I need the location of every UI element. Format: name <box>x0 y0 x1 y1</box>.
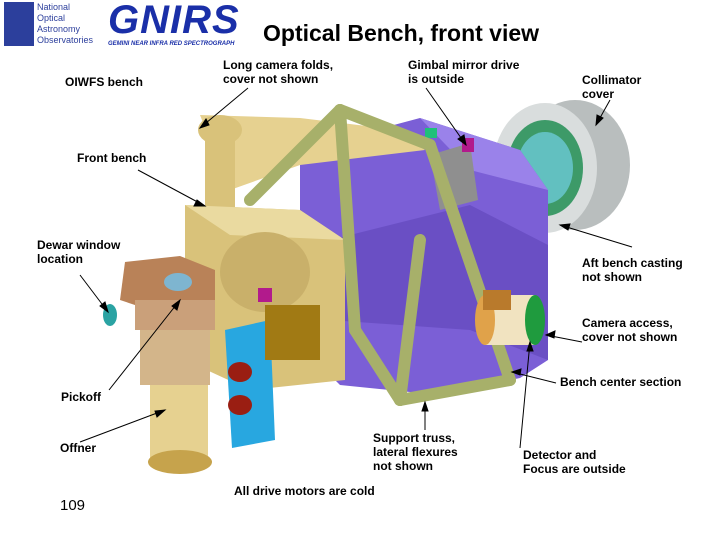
label-offner: Offner <box>60 441 96 455</box>
noao-seal-icon <box>4 2 34 46</box>
label-drive-motors: All drive motors are cold <box>234 484 375 498</box>
pickoff-offner-assembly <box>103 256 215 474</box>
label-collimator-cover: Collimator cover <box>582 73 642 101</box>
label-camera-folds: Long camera folds, cover not shown <box>223 58 334 86</box>
label-oiwfs-bench: OIWFS bench <box>65 75 143 89</box>
label-dewar-window: Dewar window location <box>37 238 121 266</box>
label-pickoff: Pickoff <box>61 390 102 404</box>
page-title: Optical Bench, front view <box>263 20 540 46</box>
drive-motor-mount <box>225 288 320 448</box>
label-bench-center: Bench center section <box>560 375 682 389</box>
gnirs-logo-subtitle: GEMINI NEAR INFRA RED SPECTROGRAPH <box>108 41 235 47</box>
label-support-truss: Support truss, lateral flexures not show… <box>373 431 458 473</box>
page-number: 109 <box>60 497 86 514</box>
noao-logo: National Optical Astronomy Observatories <box>4 2 104 52</box>
label-camera-access: Camera access, cover not shown <box>582 316 678 344</box>
gnirs-logo: GNIRS GEMINI NEAR INFRA RED SPECTROGRAPH <box>108 0 240 47</box>
camera-barrel <box>475 290 545 345</box>
leader-arrows <box>79 87 633 449</box>
noao-organization-name: National Optical Astronomy Observatories <box>37 2 94 45</box>
gnirs-logo-name: GNIRS <box>108 0 240 42</box>
label-gimbal-mirror: Gimbal mirror drive is outside <box>408 58 520 86</box>
label-detector-focus: Detector and Focus are outside <box>523 448 626 476</box>
label-aft-bench: Aft bench casting not shown <box>582 256 683 284</box>
label-front-bench: Front bench <box>77 151 147 165</box>
